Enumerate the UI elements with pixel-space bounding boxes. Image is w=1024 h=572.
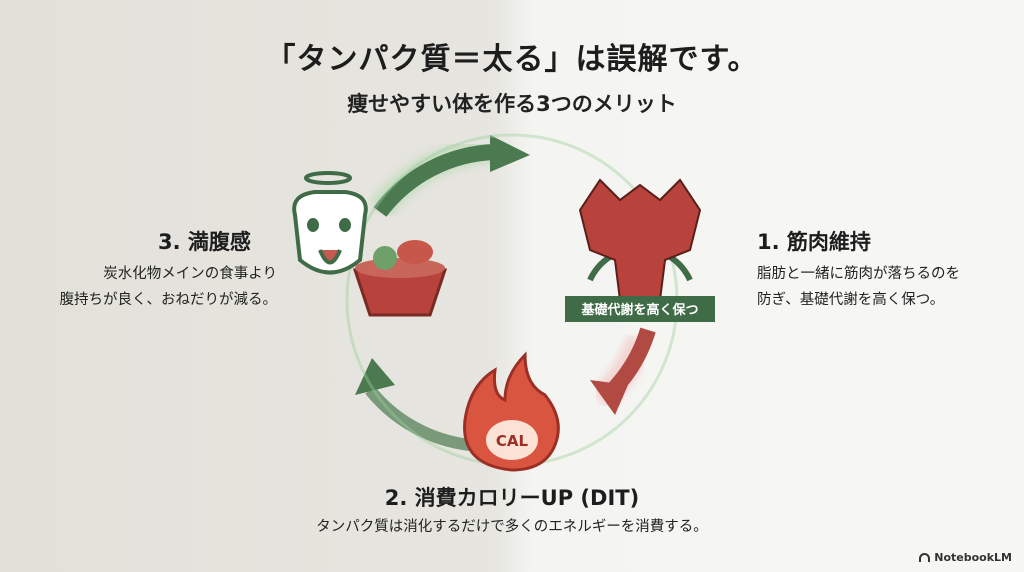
- benefit-3-heading: 3. 満腹感: [158, 230, 251, 254]
- benefit-3-body: 炭水化物メインの食事より 腹持ちが良く、おねだりが減る。: [60, 261, 278, 313]
- food-bowl-icon: [352, 240, 448, 317]
- benefit-3-line: 炭水化物メインの食事より: [103, 266, 277, 282]
- benefit-3-line: 腹持ちが良く、おねだりが減る。: [59, 292, 278, 308]
- happy-dog-icon: [292, 171, 368, 275]
- benefit-1-heading: 1. 筋肉維持: [757, 230, 871, 254]
- calorie-label: CAL: [496, 432, 529, 450]
- flame-icon: [463, 351, 560, 472]
- benefit-1-line: 防ぎ、基礎代謝を高く保つ。: [757, 292, 945, 308]
- benefit-2-body: タンパク質は消化するだけで多くのエネルギーを消費する。: [316, 519, 708, 535]
- notebooklm-logo-icon: [919, 553, 931, 562]
- muscular-dog-icon: [565, 178, 715, 322]
- branding-text: NotebookLM: [934, 551, 1012, 564]
- benefit-1-body: 脂肪と一緒に筋肉が落ちるのを 防ぎ、基礎代謝を高く保つ。: [757, 261, 960, 313]
- page-title: 「タンパク質＝太る」は誤解です。: [265, 42, 759, 77]
- muscle-banner-text: 基礎代謝を高く保つ: [580, 302, 698, 318]
- arrow-bottom-left: [365, 386, 471, 451]
- benefit-1-line: 脂肪と一緒に筋肉が落ちるのを: [757, 266, 960, 282]
- page-subtitle: 痩せやすい体を作る3つのメリット: [347, 92, 677, 116]
- notebooklm-badge: NotebookLM: [919, 551, 1012, 564]
- arrow-top: [373, 144, 496, 217]
- cycle-arrows: [345, 133, 679, 467]
- benefit-2-heading: 2. 消費カロリーUP (DIT): [384, 486, 640, 510]
